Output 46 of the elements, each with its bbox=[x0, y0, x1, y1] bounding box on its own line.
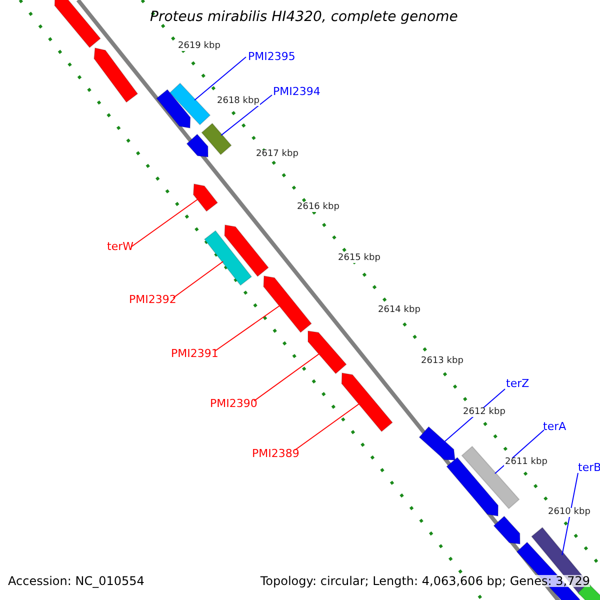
gene-label: PMI2390 bbox=[210, 398, 258, 409]
gene-block bbox=[224, 224, 270, 278]
gene-block bbox=[54, 0, 102, 48]
gene-block bbox=[263, 275, 312, 334]
leader-line bbox=[214, 304, 281, 352]
gene-label: terB bbox=[578, 462, 600, 473]
gene-bar bbox=[204, 230, 252, 286]
gene-bar bbox=[201, 122, 232, 156]
leader-line bbox=[254, 353, 320, 402]
scale-label: 2615 kbp bbox=[337, 254, 382, 263]
gene-label: PMI2392 bbox=[129, 294, 176, 305]
leader-line bbox=[130, 198, 199, 248]
title: Proteus mirabilis HI4320, complete genome bbox=[150, 10, 458, 24]
leader-line bbox=[220, 94, 272, 136]
gene-label: terW bbox=[107, 241, 134, 252]
gene-label: PMI2391 bbox=[171, 348, 218, 359]
gene-block bbox=[446, 456, 499, 517]
gene-block bbox=[418, 426, 456, 461]
scale-label: 2617 kbp bbox=[255, 150, 300, 159]
scale-label: 2616 kbp bbox=[296, 203, 340, 212]
gene-label: terA bbox=[543, 421, 566, 432]
leader-line bbox=[562, 472, 578, 556]
scale-label: 2610 kbp bbox=[547, 508, 592, 517]
gene-label: PMI2395 bbox=[248, 51, 296, 62]
gene-label: terZ bbox=[506, 378, 530, 389]
gene-block bbox=[493, 516, 521, 545]
scale-label: 2618 kbp bbox=[216, 97, 260, 106]
genome-info-text: Topology: circular; Length: 4,063,606 bp; Genes: 3,729 bbox=[260, 575, 590, 587]
gene-block bbox=[186, 134, 208, 158]
accession-text: Accession: NC_010554 bbox=[8, 575, 144, 587]
gene-block bbox=[156, 88, 191, 129]
gene-bar bbox=[169, 82, 211, 126]
gene-label: PMI2394 bbox=[273, 86, 320, 97]
scale-label: 2611 kbp bbox=[504, 458, 548, 467]
gene-label: PMI2389 bbox=[252, 448, 300, 459]
gene-block bbox=[94, 47, 138, 103]
scale-label: 2614 kbp bbox=[377, 306, 422, 315]
gene-block bbox=[341, 372, 394, 432]
leader-line bbox=[172, 261, 224, 298]
scale-label: 2613 kbp bbox=[420, 357, 464, 366]
leader-line bbox=[294, 403, 360, 450]
scale-label: 2619 kbp bbox=[177, 42, 222, 51]
gene-block bbox=[192, 183, 218, 212]
scale-label: 2612 kbp bbox=[462, 408, 506, 417]
gene-block bbox=[308, 330, 347, 374]
leader-line bbox=[194, 56, 246, 101]
